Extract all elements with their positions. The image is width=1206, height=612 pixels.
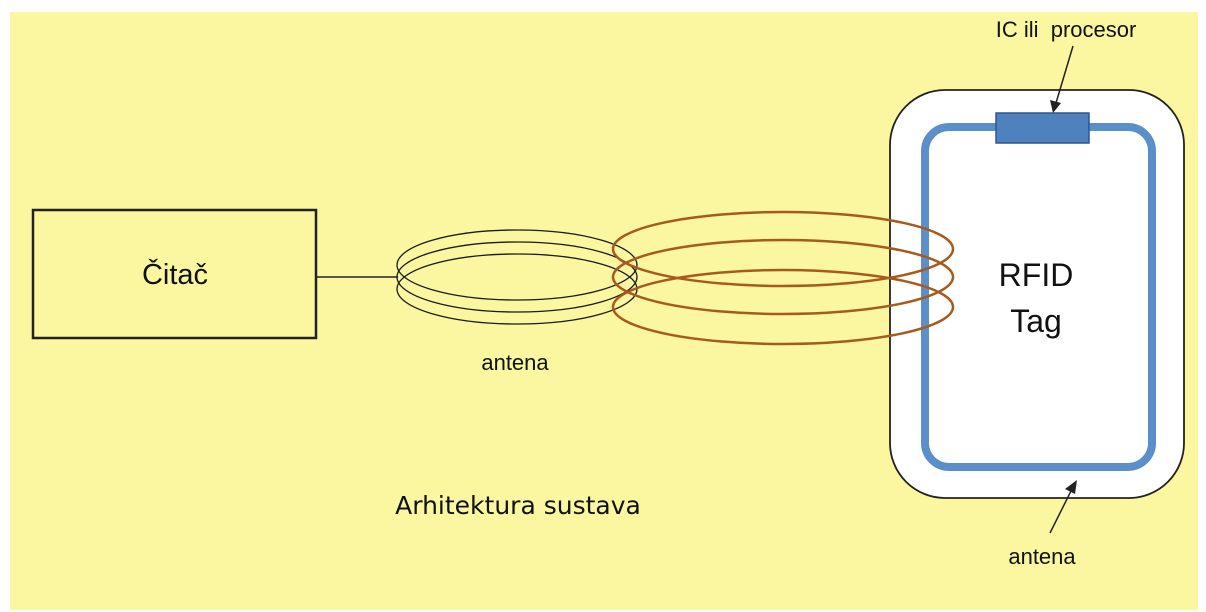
diagram-caption: Arhitektura sustava [395, 491, 641, 520]
reader-box [31, 208, 318, 340]
tag-title-line-1: RFID [999, 257, 1074, 293]
reader-antenna-label: antena [481, 350, 549, 375]
tag-body [889, 89, 1185, 499]
tag-antenna-label: antena [1008, 544, 1076, 569]
field-coil [611, 210, 955, 346]
tag-antenna-arrow-line [1049, 490, 1072, 534]
reader-coil-loop-2 [396, 241, 638, 313]
chip-arrow-line [1055, 45, 1074, 104]
chip-label: IC ili procesor [996, 17, 1137, 42]
tag-antenna-arrow-head [1065, 480, 1077, 494]
field-coil-loop-3 [611, 268, 955, 346]
field-coil-loop-1 [611, 210, 955, 288]
chip-arrow-head [1050, 100, 1061, 113]
reader-coil-loop-1 [396, 229, 638, 301]
reader-label: Čitač [142, 257, 208, 291]
ic-chip [995, 112, 1090, 144]
field-coil-loop-2 [611, 238, 955, 316]
tag-title-line-2: Tag [1010, 303, 1062, 339]
